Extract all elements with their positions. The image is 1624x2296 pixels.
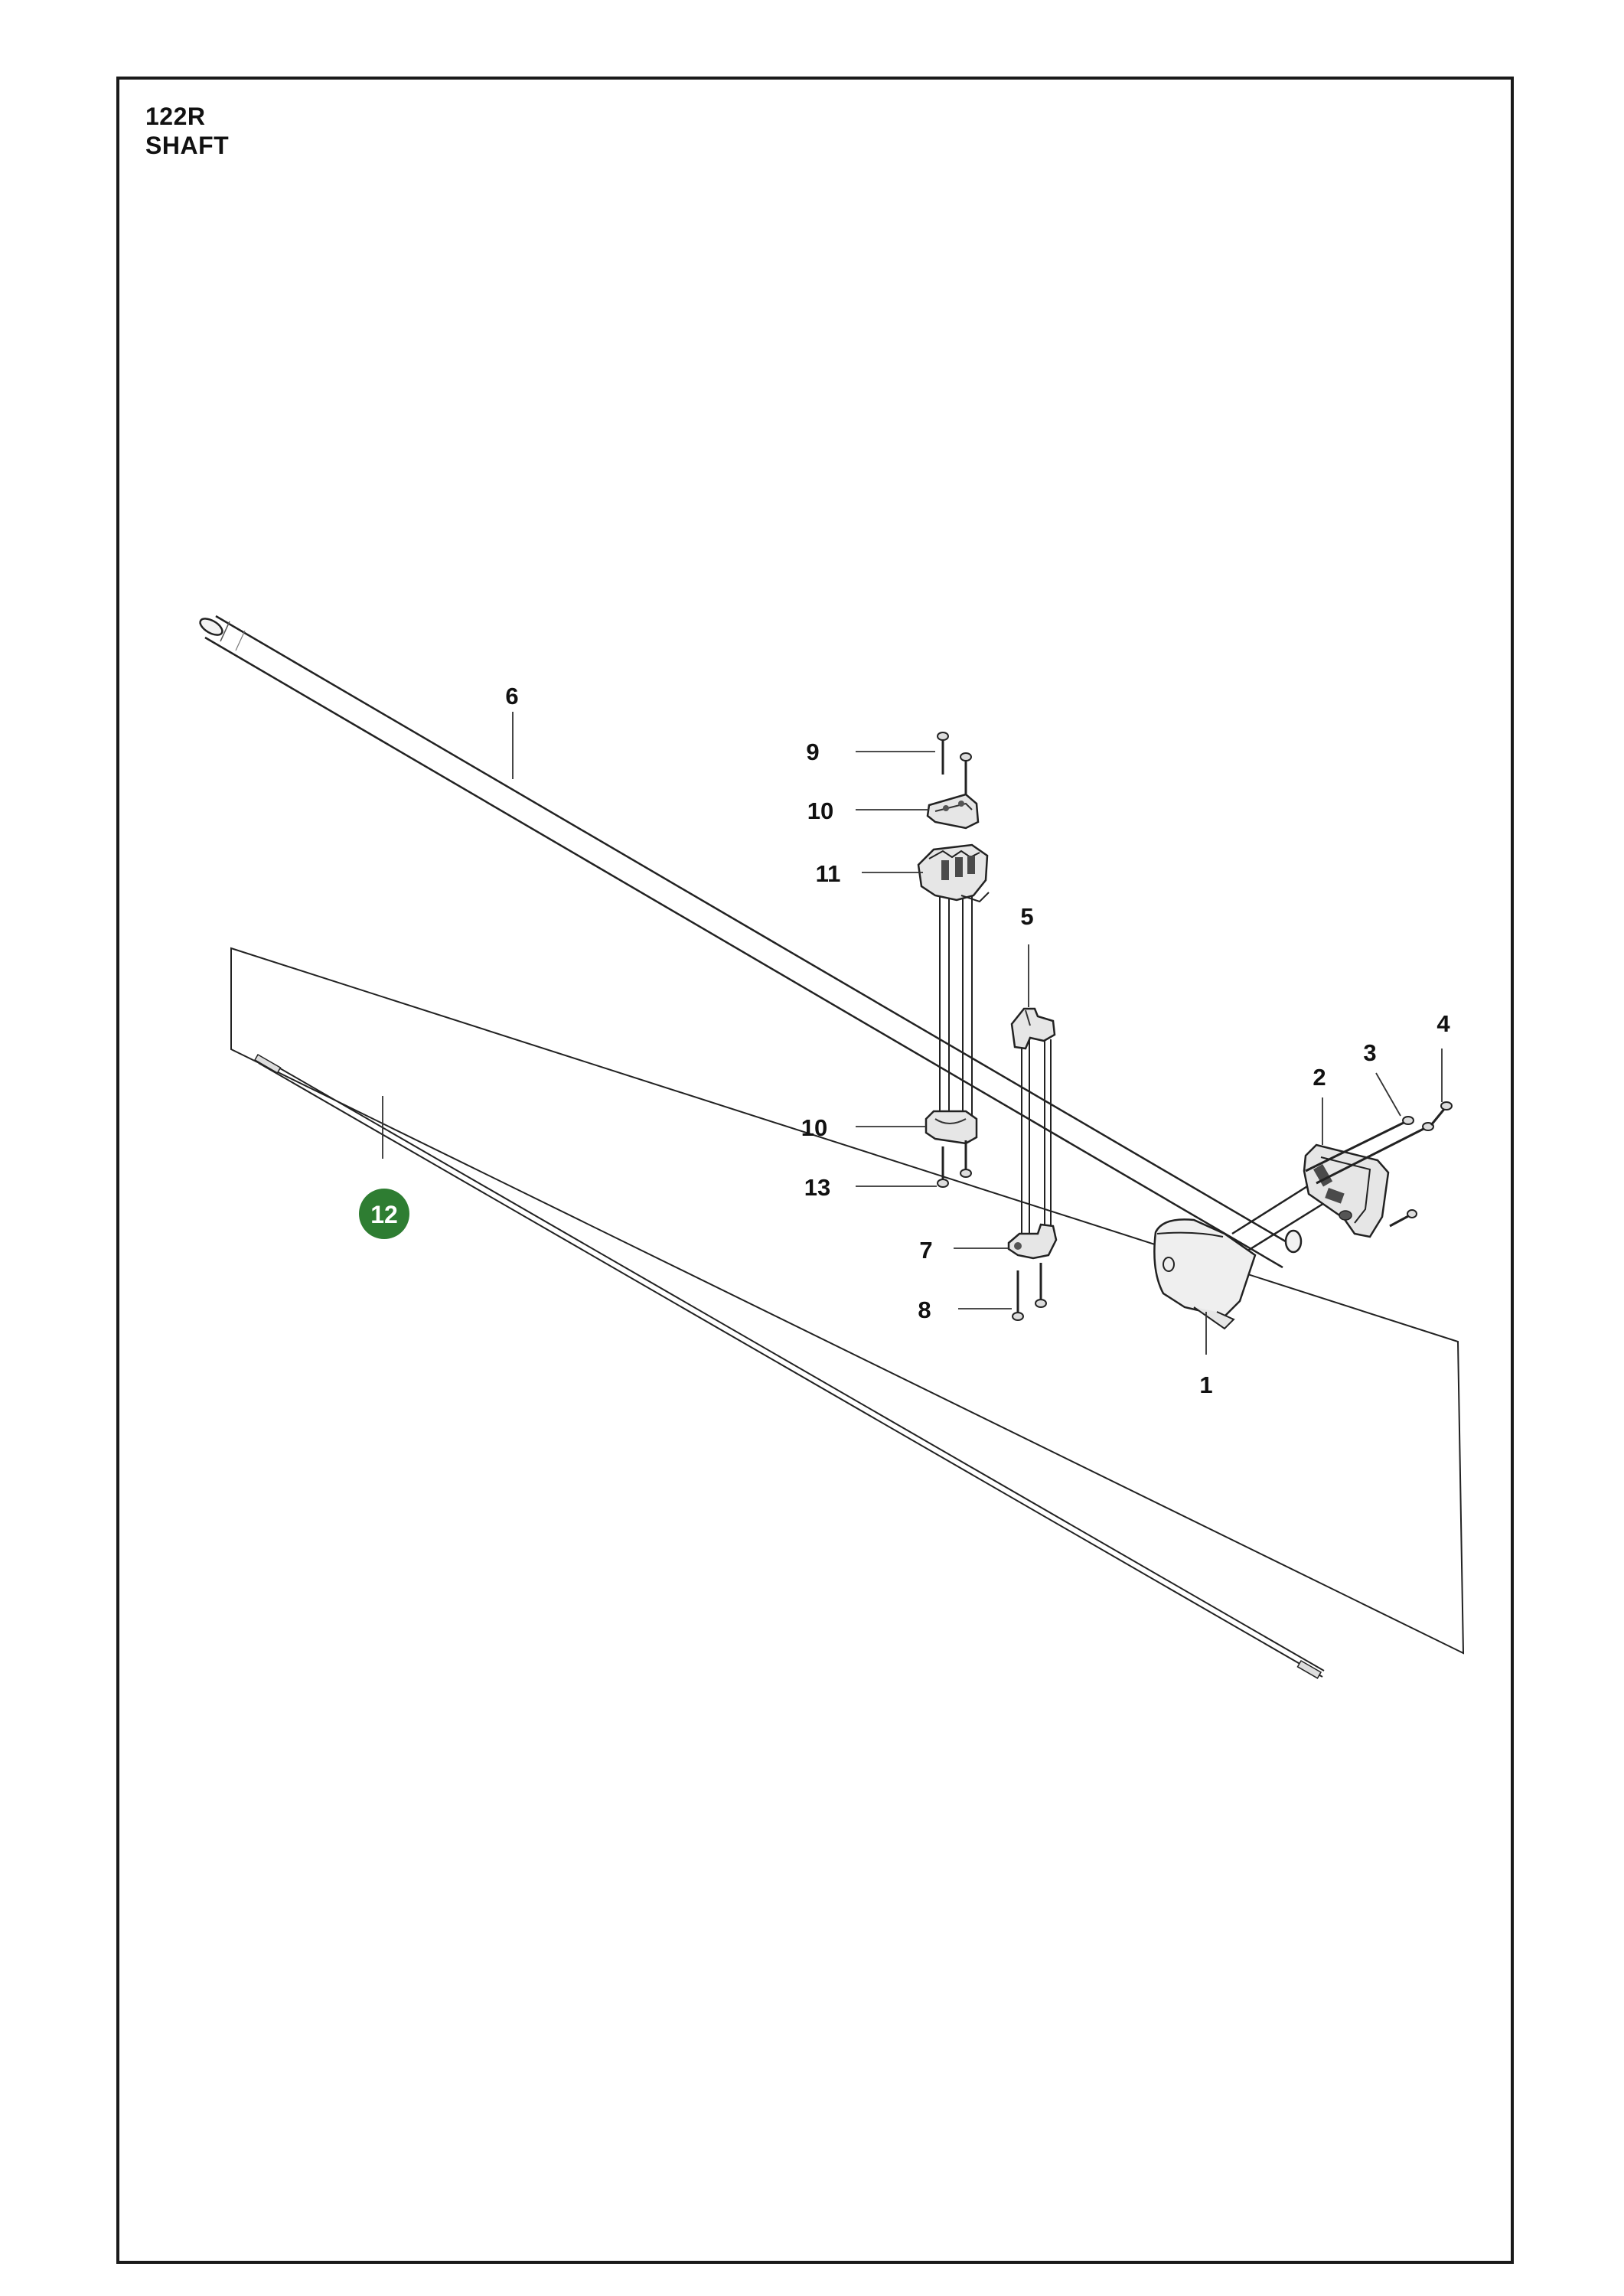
screw-part-8 (1012, 1263, 1047, 1321)
drive-cable (253, 1053, 1325, 1679)
callout-11: 11 (816, 860, 841, 887)
callout-8: 8 (918, 1296, 931, 1323)
handle-block-part-11 (917, 843, 990, 903)
callout-10-lower: 10 (801, 1114, 827, 1141)
screw-part-9 (937, 732, 972, 796)
callout-10-upper: 10 (807, 797, 833, 824)
screw-part-4 (1389, 1101, 1453, 1228)
callout-7: 7 (919, 1237, 932, 1264)
callout-12: 12 (370, 1201, 398, 1228)
screw-part-13 (937, 1140, 972, 1188)
bracket-part-5 (1010, 1007, 1056, 1050)
callout-1: 1 (1199, 1371, 1212, 1398)
clamp-part-10-upper (926, 793, 980, 830)
callout-4: 4 (1436, 1010, 1450, 1037)
shield-part-1 (1153, 1218, 1257, 1330)
model-title: 122R (145, 103, 206, 130)
callout-6: 6 (505, 683, 518, 709)
callout-13: 13 (804, 1174, 830, 1201)
callout-3: 3 (1363, 1039, 1376, 1066)
callout-9: 9 (806, 739, 819, 765)
section-title: SHAFT (145, 132, 230, 159)
shaft-tube (199, 615, 1294, 1269)
callout-5: 5 (1020, 903, 1033, 930)
clamp-part-10-lower (925, 1110, 978, 1145)
leader-lines (382, 712, 1443, 1355)
callout-2: 2 (1313, 1064, 1326, 1091)
screw-part-3 (1305, 1116, 1434, 1185)
clamp-part-2 (1303, 1143, 1390, 1238)
drive-cable-outline (230, 947, 1465, 1655)
callout-12-badge: 12 (359, 1189, 409, 1239)
bracket-part-7 (1007, 1223, 1058, 1260)
drawing-frame (116, 77, 1514, 2264)
